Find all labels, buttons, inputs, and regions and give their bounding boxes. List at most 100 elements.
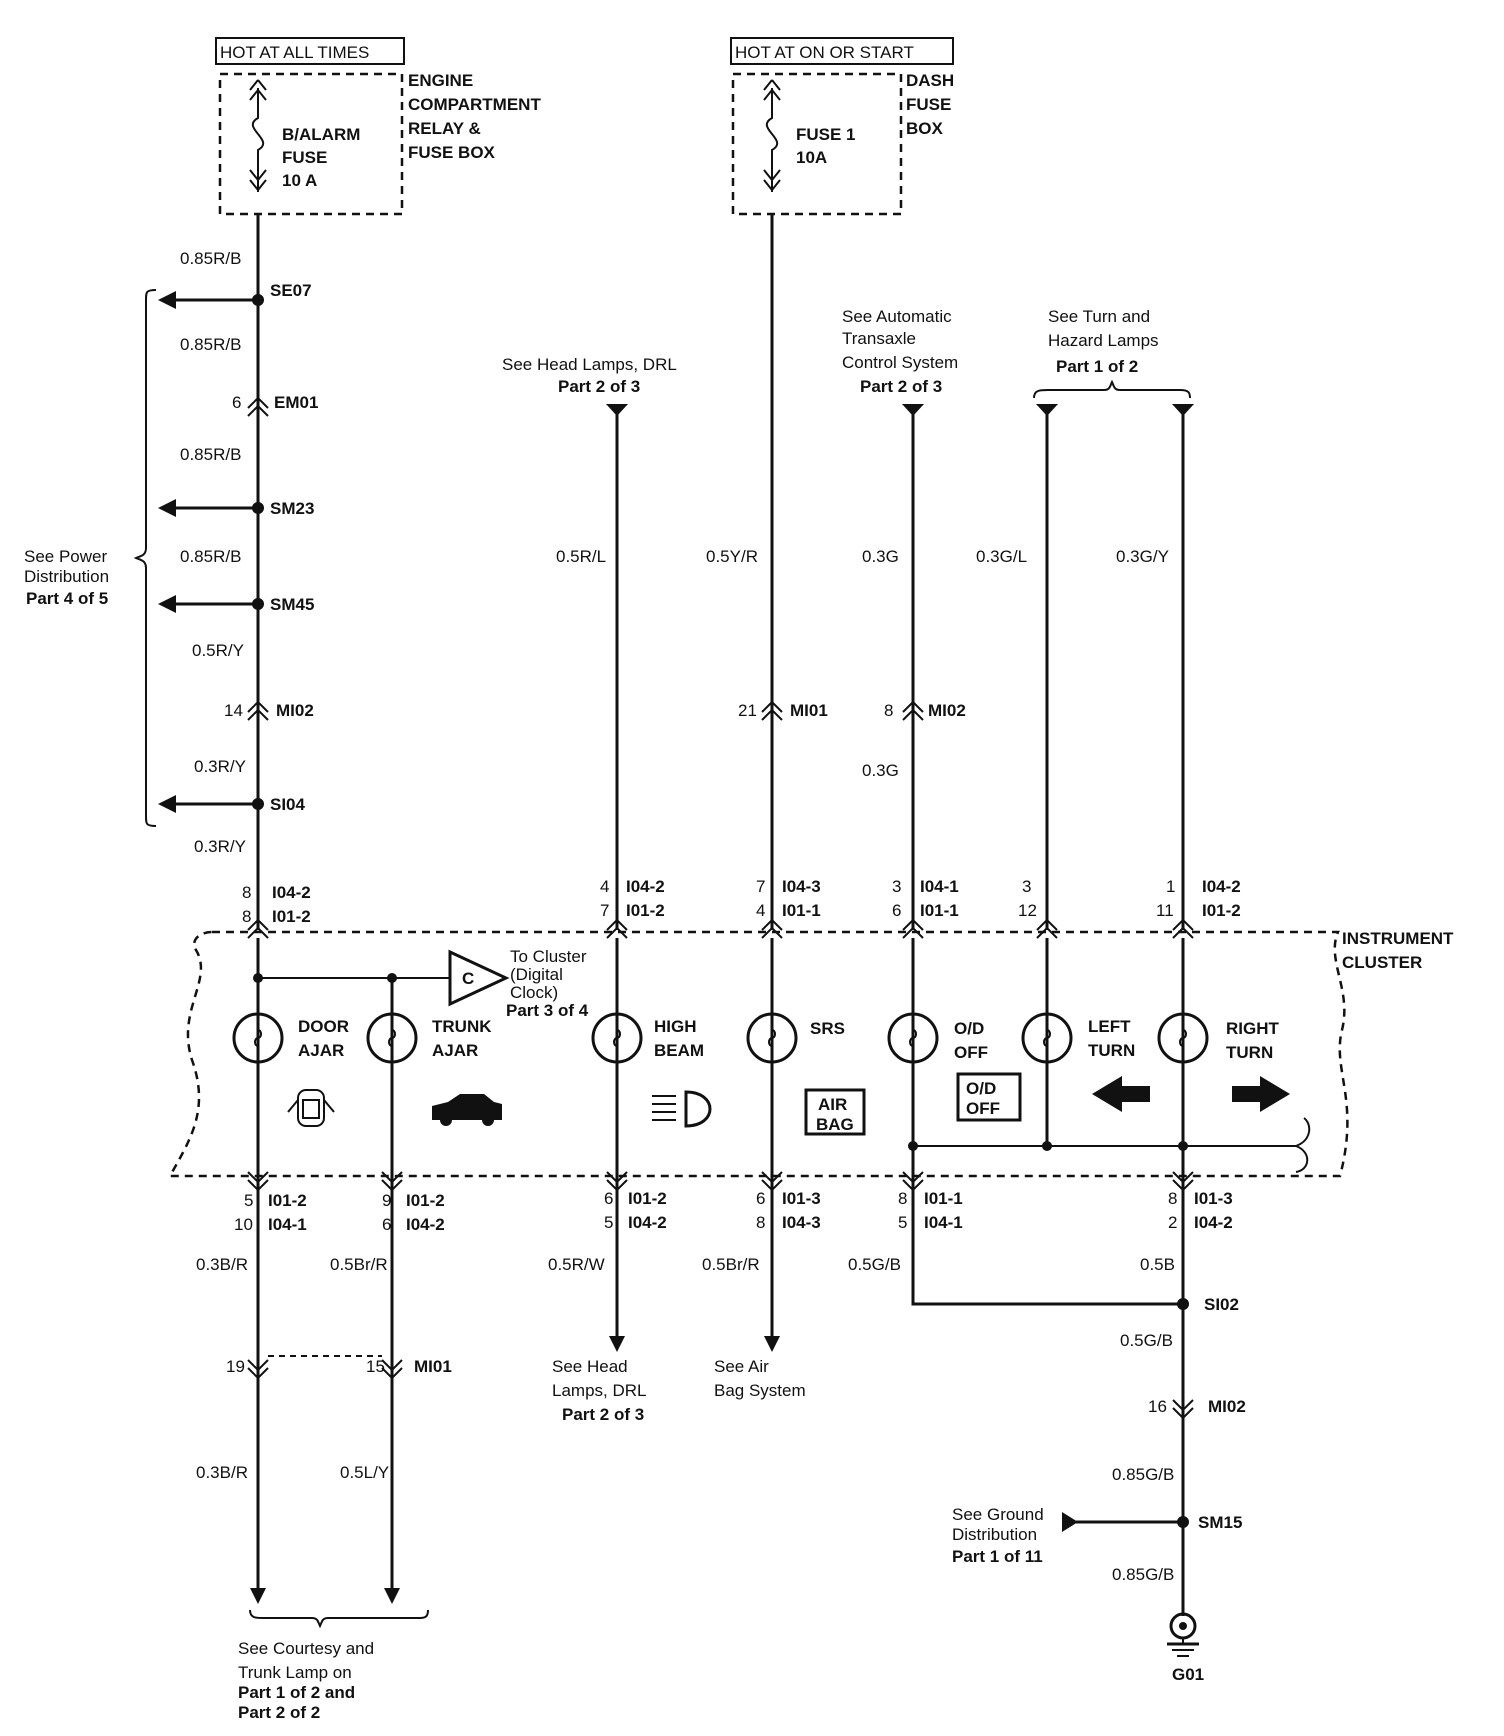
door-ajar-icon xyxy=(287,1089,335,1127)
svg-text:I04-2: I04-2 xyxy=(406,1215,445,1234)
hot-at-on-or-start-label: HOT AT ON OR START xyxy=(730,37,954,65)
see-airbag-ref: See Air Bag System xyxy=(714,1357,806,1400)
wire-label: 0.3G/Y xyxy=(1116,547,1169,566)
od-wire-top xyxy=(902,404,924,939)
srs-wire-top xyxy=(761,214,783,939)
svg-text:11: 11 xyxy=(1156,901,1174,920)
see-transaxle-ref: See Automatic Transaxle Control System P… xyxy=(842,307,958,396)
svg-text:AIR: AIR xyxy=(818,1095,847,1114)
wire-label: 0.5Y/R xyxy=(706,547,758,566)
wire-label: 0.85G/B xyxy=(1112,1465,1174,1484)
srs-bulb xyxy=(746,1012,798,1064)
svg-text:Part 2 of 3: Part 2 of 3 xyxy=(860,377,942,396)
svg-text:BEAM: BEAM xyxy=(654,1041,704,1060)
connector-pin: 21 xyxy=(738,701,757,720)
svg-text:I04-1: I04-1 xyxy=(924,1213,963,1232)
svg-text:5: 5 xyxy=(898,1213,907,1232)
svg-text:FUSE: FUSE xyxy=(282,148,327,167)
svg-text:10: 10 xyxy=(234,1215,253,1234)
svg-text:I01-2: I01-2 xyxy=(628,1189,667,1208)
see-head-lamps-bottom-ref: See Head Lamps, DRL Part 2 of 3 xyxy=(552,1357,646,1424)
svg-text:Trunk Lamp on: Trunk Lamp on xyxy=(238,1663,352,1682)
svg-text:DASH: DASH xyxy=(906,71,954,90)
svg-text:OFF: OFF xyxy=(966,1099,1000,1118)
svg-text:Part 2 of 3: Part 2 of 3 xyxy=(558,377,640,396)
svg-text:4: 4 xyxy=(600,877,609,896)
engine-fuse-box: B/ALARM FUSE 10 A xyxy=(218,72,404,216)
connector-high-beam-top: 4 I04-2 7 I01-2 xyxy=(600,877,665,920)
svg-text:TURN: TURN xyxy=(1088,1041,1135,1060)
connector-mi01: MI01 xyxy=(790,701,828,720)
wire-label: 0.85R/B xyxy=(180,445,241,464)
instrument-cluster-label: INSTRUMENT CLUSTER xyxy=(1342,929,1454,972)
srs-wire-bottom xyxy=(761,1171,783,1352)
connector-em01: EM01 xyxy=(274,393,318,412)
engine-compartment-box-label: ENGINE COMPARTMENT RELAY & FUSE BOX xyxy=(408,71,541,162)
svg-text:Distribution: Distribution xyxy=(952,1525,1037,1544)
svg-text:DOOR: DOOR xyxy=(298,1017,349,1036)
trunk-ajar-label: TRUNK AJAR xyxy=(432,1017,492,1060)
connector-mi02: MI02 xyxy=(276,701,314,720)
svg-text:BOX: BOX xyxy=(906,119,944,138)
svg-text:5: 5 xyxy=(244,1191,253,1210)
svg-text:AJAR: AJAR xyxy=(432,1041,478,1060)
svg-text:1: 1 xyxy=(1166,877,1175,896)
svg-text:I01-1: I01-1 xyxy=(924,1189,963,1208)
high-beam-bulb xyxy=(591,1012,643,1064)
wire-label: 0.85R/B xyxy=(180,249,241,268)
svg-text:8: 8 xyxy=(756,1213,765,1232)
svg-text:BAG: BAG xyxy=(816,1115,854,1134)
connector-pin: 19 xyxy=(226,1357,245,1376)
svg-text:I01-2: I01-2 xyxy=(268,1191,307,1210)
wire-label: 0.5Br/R xyxy=(330,1255,388,1274)
svg-text:See Ground: See Ground xyxy=(952,1505,1044,1524)
svg-text:I01-3: I01-3 xyxy=(1194,1189,1233,1208)
connector-pin: 6 xyxy=(232,393,241,412)
svg-text:Part 3 of 4: Part 3 of 4 xyxy=(506,1001,589,1020)
svg-text:10A: 10A xyxy=(796,148,827,167)
connector-od-bottom: 8 I01-1 5 I04-1 xyxy=(898,1189,963,1232)
to-cluster-label: To Cluster (Digital Clock) Part 3 of 4 xyxy=(506,947,589,1020)
connector-srs-top: 7 I04-3 4 I01-1 xyxy=(756,877,821,920)
svg-text:TRUNK: TRUNK xyxy=(432,1017,492,1036)
high-beam-wire-bottom xyxy=(606,1171,628,1352)
svg-text:I04-2: I04-2 xyxy=(272,883,311,902)
trunk-wire-bottom xyxy=(268,1171,403,1604)
svg-text:I01-1: I01-1 xyxy=(782,901,821,920)
connector-srs-bottom: 6 I01-3 8 I04-3 xyxy=(756,1189,821,1232)
connector-ground-bottom: 8 I01-3 2 I04-2 xyxy=(1168,1189,1233,1232)
wire-label: 0.5L/Y xyxy=(340,1463,389,1482)
ground-g01: G01 xyxy=(1172,1665,1204,1684)
svg-text:I04-2: I04-2 xyxy=(1202,877,1241,896)
svg-text:RIGHT: RIGHT xyxy=(1226,1019,1280,1038)
splice-sm45: SM45 xyxy=(270,595,314,614)
left-turn-bulb xyxy=(1021,1012,1073,1064)
dash-fuse-box-label: DASH FUSE BOX xyxy=(906,71,954,138)
splice-se07: SE07 xyxy=(270,281,312,300)
see-turn-hazard-ref: See Turn and Hazard Lamps Part 1 of 2 xyxy=(1033,307,1191,399)
svg-text:OFF: OFF xyxy=(954,1043,988,1062)
od-off-label: O/D OFF xyxy=(954,1019,988,1062)
svg-text:5: 5 xyxy=(604,1213,613,1232)
svg-text:C: C xyxy=(462,969,474,988)
svg-text:FUSE 1: FUSE 1 xyxy=(796,125,856,144)
left-turn-wire-top xyxy=(1036,404,1058,939)
left-arrow-icon xyxy=(1092,1076,1150,1112)
svg-text:7: 7 xyxy=(756,877,765,896)
wire-label: 0.5G/B xyxy=(1120,1331,1173,1350)
left-turn-label: LEFT TURN xyxy=(1088,1017,1135,1060)
connector-high-beam-bottom: 6 I01-2 5 I04-2 xyxy=(604,1189,667,1232)
left-power-line xyxy=(133,214,269,939)
courtesy-lamp-brace xyxy=(249,1609,429,1629)
wire-label: 0.5R/Y xyxy=(192,641,244,660)
svg-text:I04-3: I04-3 xyxy=(782,877,821,896)
svg-text:7: 7 xyxy=(600,901,609,920)
wire-label: 0.5R/L xyxy=(556,547,606,566)
splice-si04: SI04 xyxy=(270,795,306,814)
svg-text:I04-1: I04-1 xyxy=(268,1215,307,1234)
wire-label: 0.5B xyxy=(1140,1255,1175,1274)
connector-pin: 14 xyxy=(224,701,243,720)
svg-text:Hazard Lamps: Hazard Lamps xyxy=(1048,331,1159,350)
svg-text:See Air: See Air xyxy=(714,1357,769,1376)
